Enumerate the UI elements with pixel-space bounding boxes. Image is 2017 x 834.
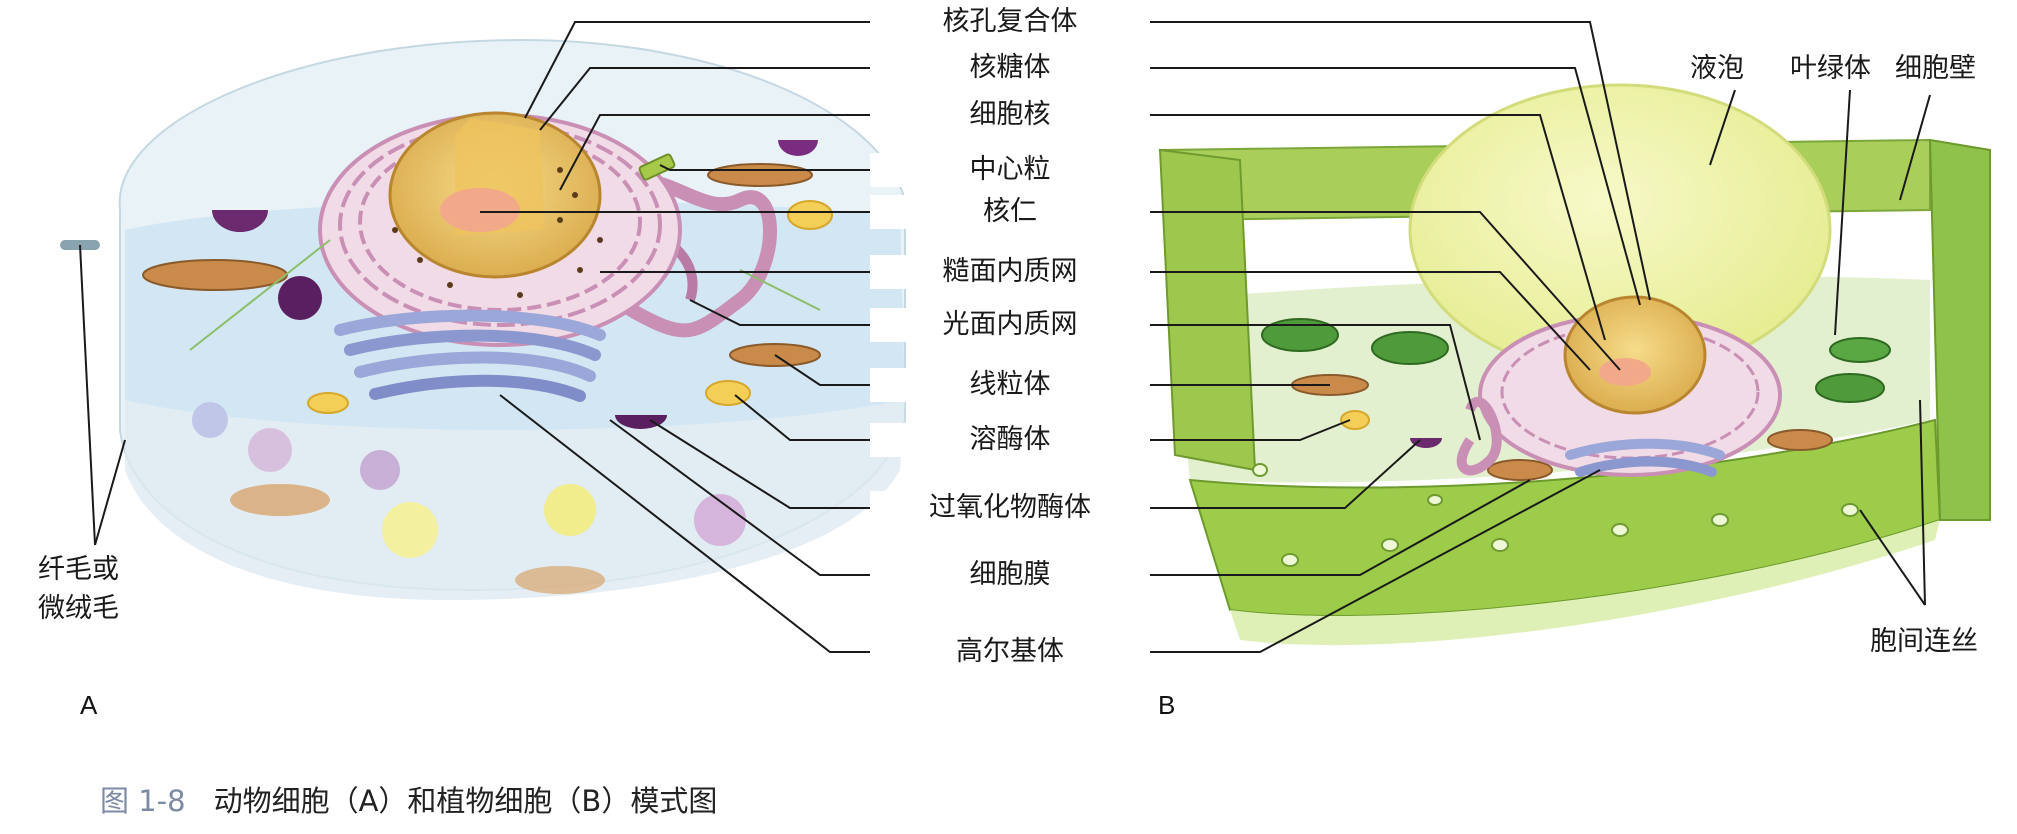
vesicle <box>192 402 228 438</box>
vesicle <box>694 494 746 546</box>
golgi-apparatus <box>334 309 606 402</box>
lysosome <box>1340 410 1370 430</box>
figure-number: 图 1-8 <box>100 784 186 818</box>
vesicle <box>248 428 292 472</box>
lysosome <box>787 200 833 230</box>
mitochondrion-lower <box>230 484 330 516</box>
golgi-apparatus <box>1575 456 1717 477</box>
figure-caption: 图 1-8 动物细胞（A）和植物细胞（B）模式图 <box>100 778 717 820</box>
nucleolus <box>440 188 520 232</box>
panel-label-b: B <box>1158 690 1176 720</box>
nucleolus <box>1599 358 1651 386</box>
label-peroxisome: 过氧化物酶体 <box>870 491 1150 525</box>
label-cilia-line2: 微绒毛 <box>38 593 119 624</box>
label-nucleolus: 核仁 <box>870 195 1150 229</box>
golgi-apparatus <box>1565 438 1725 460</box>
cell-wall <box>1158 148 1257 472</box>
mitochondrion-lower <box>515 566 605 594</box>
cell-wall-front <box>1188 418 1942 617</box>
label-centriole: 中心粒 <box>870 153 1150 187</box>
cell-wall-edge <box>1230 520 1940 646</box>
vesicle <box>360 450 400 490</box>
nucleus <box>1563 295 1707 415</box>
peroxisome <box>778 140 818 156</box>
label-rough-er: 糙面内质网 <box>870 255 1150 289</box>
label-cell-wall: 细胞壁 <box>1895 53 1976 84</box>
cell-wall <box>1928 138 1991 521</box>
vesicle <box>544 484 596 536</box>
smooth-er <box>1456 396 1502 476</box>
label-mitochondrion: 线粒体 <box>870 368 1150 402</box>
mitochondrion <box>1487 459 1553 481</box>
mitochondrion <box>142 259 288 291</box>
ribosomes <box>392 167 603 298</box>
chloroplasts <box>1261 318 1891 403</box>
label-plasmodesmata: 胞间连丝 <box>1870 626 1978 657</box>
plasmodesmata <box>1252 463 1859 567</box>
vesicle <box>382 502 438 558</box>
lysosome <box>307 392 349 414</box>
plant-cell <box>1158 83 1991 646</box>
label-ribosome: 核糖体 <box>870 51 1150 85</box>
animal-cell <box>60 38 922 600</box>
label-smooth-er: 光面内质网 <box>870 308 1150 342</box>
label-golgi-apparatus: 高尔基体 <box>870 635 1150 669</box>
label-nucleus: 细胞核 <box>870 98 1150 132</box>
rough-er <box>338 123 662 327</box>
label-vacuole: 液泡 <box>1690 53 1744 84</box>
peroxisome <box>278 276 322 320</box>
centriole <box>638 153 676 181</box>
leader-lines <box>79 21 1931 653</box>
panel-label-a: A <box>80 690 98 720</box>
label-cell-membrane: 细胞膜 <box>870 558 1150 592</box>
label-cilia-line1: 纤毛或 <box>38 554 119 585</box>
figure-caption-text: 动物细胞（A）和植物细胞（B）模式图 <box>213 784 718 818</box>
label-nuclear-pore-complex: 核孔复合体 <box>870 5 1150 39</box>
peroxisome <box>615 415 667 429</box>
label-lysosome: 溶酶体 <box>870 423 1150 457</box>
mitochondrion <box>707 163 813 187</box>
peroxisome <box>212 210 268 232</box>
label-chloroplast: 叶绿体 <box>1790 53 1871 84</box>
mitochondrion <box>1767 429 1833 451</box>
